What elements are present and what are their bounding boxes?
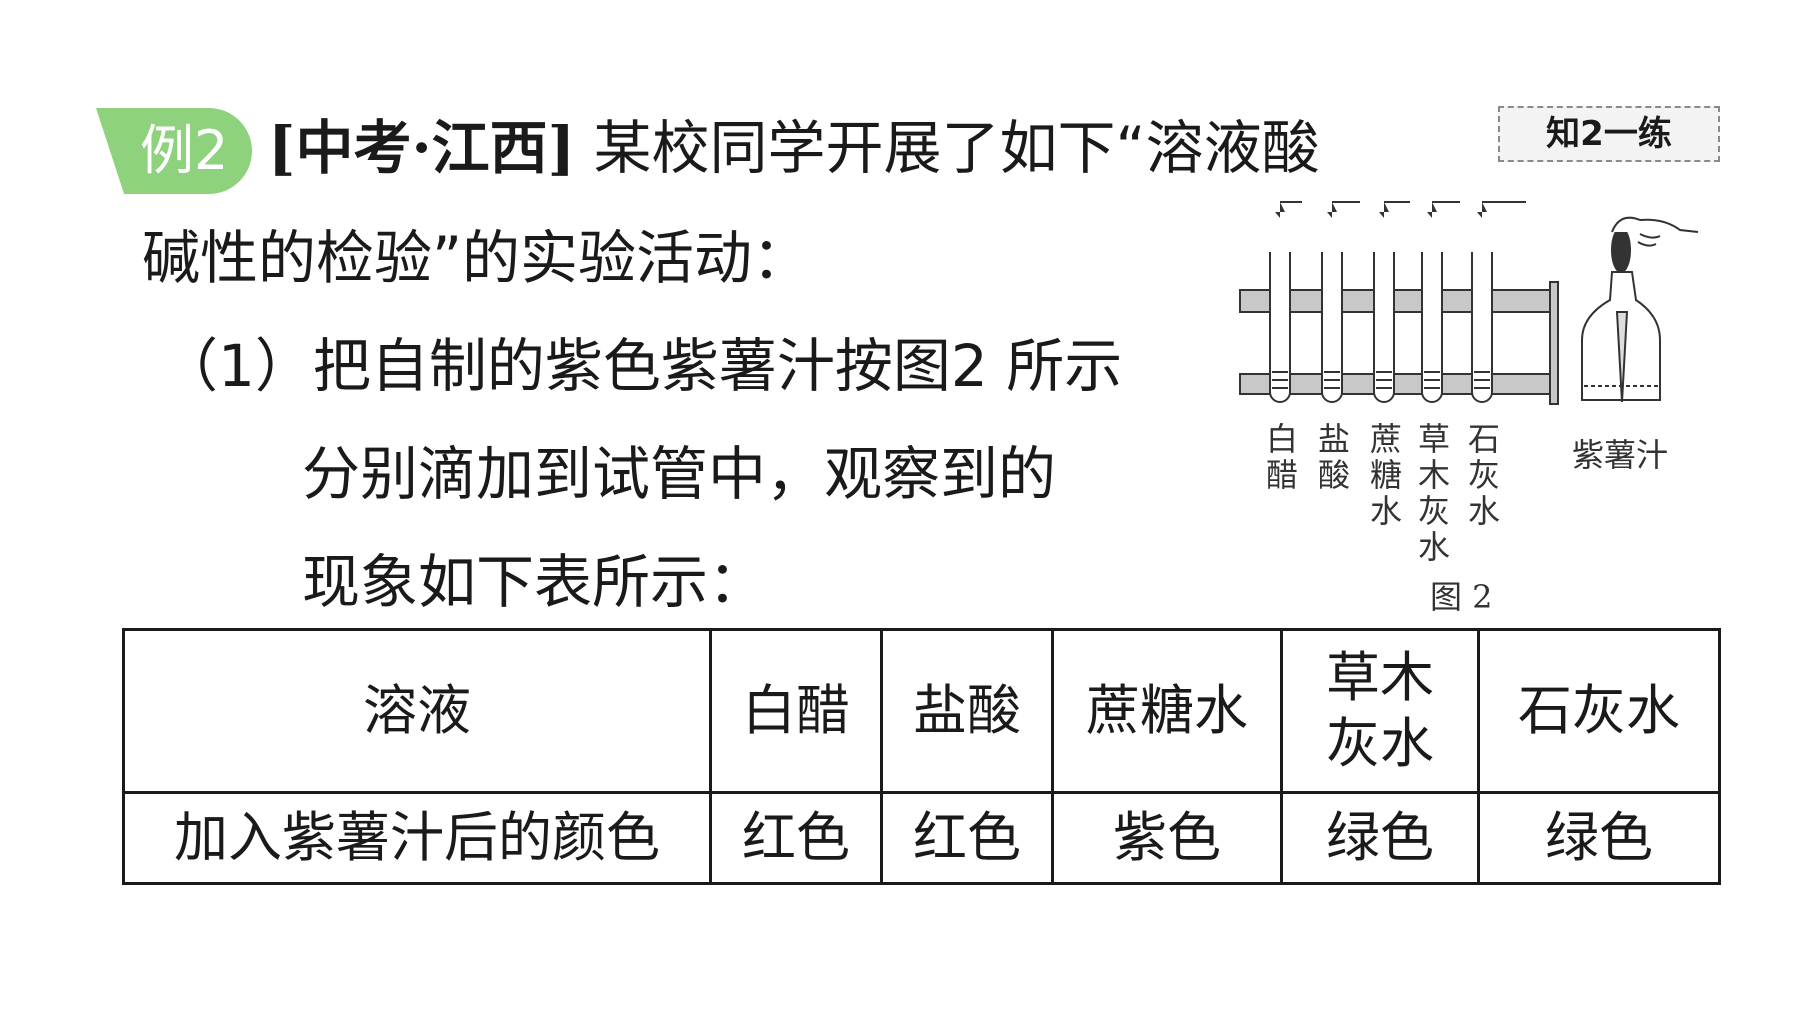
bottle-label: 紫薯汁 [1572, 436, 1668, 474]
table-cell: 红色 [880, 791, 1054, 885]
question-line3: 现象如下表所示： [302, 548, 767, 616]
tube-label-sugar-water: 蔗 糖 水 [1370, 420, 1402, 530]
svg-text:糖: 糖 [1370, 456, 1402, 494]
table-cell: 草木 灰水 [1280, 628, 1480, 794]
practice-tag-button[interactable]: 知2一练 [1498, 106, 1720, 162]
table-cell-line: 草木 [1326, 646, 1434, 709]
question-title-line1: [中考·江西] 某校同学开展了如下“溶液酸 [268, 112, 1320, 184]
tube-label-limewater: 石 灰 水 [1468, 420, 1500, 530]
table-cell: 蔗糖水 [1051, 628, 1283, 794]
question-title-line2: 碱性的检验”的实验活动： [142, 224, 811, 292]
example-badge-bg [96, 108, 252, 194]
table-row-label: 加入紫薯汁后的颜色 [122, 791, 712, 885]
question-line1: （1）把自制的紫色紫薯汁按图2 所示 [160, 332, 1123, 400]
table-cell: 紫色 [1051, 791, 1283, 885]
svg-text:醋: 醋 [1266, 456, 1298, 494]
figure-caption: 图 2 [1430, 578, 1493, 616]
svg-text:盐: 盐 [1318, 420, 1350, 458]
tube-label-white-vinegar: 白 醋 [1266, 420, 1298, 494]
results-table: 溶液 白醋 盐酸 蔗糖水 草木 灰水 石灰水 加入紫薯汁后的颜色 红色 红色 紫… [122, 628, 1721, 885]
table-cell: 红色 [709, 791, 883, 885]
svg-text:水: 水 [1370, 492, 1402, 530]
tube-label-hydrochloric-acid: 盐 酸 [1318, 420, 1350, 494]
svg-text:草: 草 [1418, 420, 1450, 458]
table-header-label: 溶液 [122, 628, 712, 794]
svg-text:水: 水 [1468, 492, 1500, 530]
svg-text:蔗: 蔗 [1370, 420, 1402, 458]
table-cell: 盐酸 [880, 628, 1054, 794]
table-cell-line: 灰水 [1326, 712, 1434, 775]
svg-text:木: 木 [1418, 456, 1450, 494]
example-badge: 例2 [140, 119, 229, 182]
source-tag: [中考·江西] [268, 114, 576, 182]
question-line2: 分别滴加到试管中，观察到的 [302, 440, 1057, 508]
svg-text:灰: 灰 [1468, 456, 1500, 494]
table-row: 溶液 白醋 盐酸 蔗糖水 草木 灰水 石灰水 [122, 628, 1721, 794]
svg-text:白: 白 [1266, 420, 1298, 458]
table-cell: 石灰水 [1477, 628, 1721, 794]
svg-text:灰: 灰 [1418, 492, 1450, 530]
table-cell: 绿色 [1280, 791, 1480, 885]
table-row: 加入紫薯汁后的颜色 红色 红色 紫色 绿色 绿色 [122, 791, 1721, 885]
experiment-figure: 白 醋 盐 酸 蔗 糖 水 草 木 灰 水 石 灰 水 紫薯汁 图 2 [1239, 201, 1699, 616]
svg-text:水: 水 [1418, 528, 1450, 566]
table-cell: 白醋 [709, 628, 883, 794]
svg-text:石: 石 [1468, 420, 1500, 458]
title-text: 某校同学开展了如下“溶液酸 [593, 114, 1320, 182]
table-cell: 绿色 [1477, 791, 1721, 885]
tube-label-plant-ash-water: 草 木 灰 水 [1418, 420, 1450, 566]
svg-text:酸: 酸 [1318, 456, 1350, 494]
